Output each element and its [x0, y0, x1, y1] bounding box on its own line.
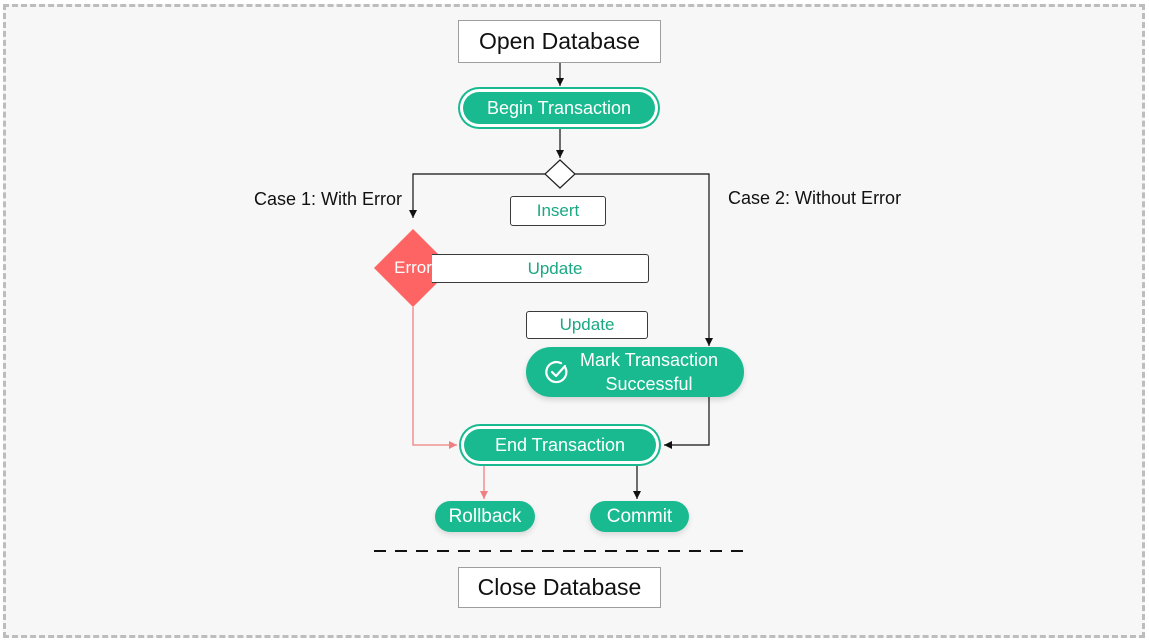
- open-database-node: Open Database: [458, 20, 661, 63]
- rollback-node: Rollback: [435, 501, 535, 532]
- connector-case1: [409, 173, 545, 218]
- close-database-node: Close Database: [458, 567, 661, 608]
- insert-label: Insert: [536, 201, 580, 220]
- end-transaction-label: End Transaction: [494, 434, 626, 455]
- error-diamond-icon: [374, 229, 452, 307]
- mark-transaction-successful-node: Mark Transaction Successful: [526, 347, 744, 397]
- error-node-label: Error: [394, 258, 432, 277]
- commit-label: Commit: [606, 505, 673, 527]
- close-database-label: Close Database: [477, 574, 642, 600]
- open-database-label: Open Database: [478, 28, 641, 54]
- check-circle-icon: [542, 357, 572, 387]
- insert-step: Insert: [510, 196, 606, 226]
- connector-success-to-end: [664, 396, 710, 449]
- begin-transaction-node: Begin Transaction: [463, 92, 655, 124]
- update-step-without-error: Update: [526, 311, 648, 339]
- end-transaction-node: End Transaction: [464, 429, 656, 461]
- begin-transaction-label: Begin Transaction: [486, 97, 632, 118]
- mark-transaction-line1: Mark Transaction: [580, 350, 719, 370]
- update-label-2: Update: [559, 315, 615, 334]
- mark-transaction-text: Mark Transaction Successful: [580, 348, 718, 396]
- update-label-1: Update: [527, 258, 583, 278]
- decision-diamond-icon: [544, 159, 576, 189]
- case1-label: Case 1: With Error: [254, 189, 403, 209]
- commit-node: Commit: [590, 501, 689, 532]
- rollback-label: Rollback: [448, 505, 522, 527]
- mark-transaction-line2: Successful: [605, 374, 693, 394]
- connector-error-to-end: [412, 307, 457, 449]
- update-step-with-error: Update: [432, 254, 649, 283]
- case2-label: Case 2: Without Error: [728, 188, 902, 208]
- connector-case2: [575, 173, 713, 346]
